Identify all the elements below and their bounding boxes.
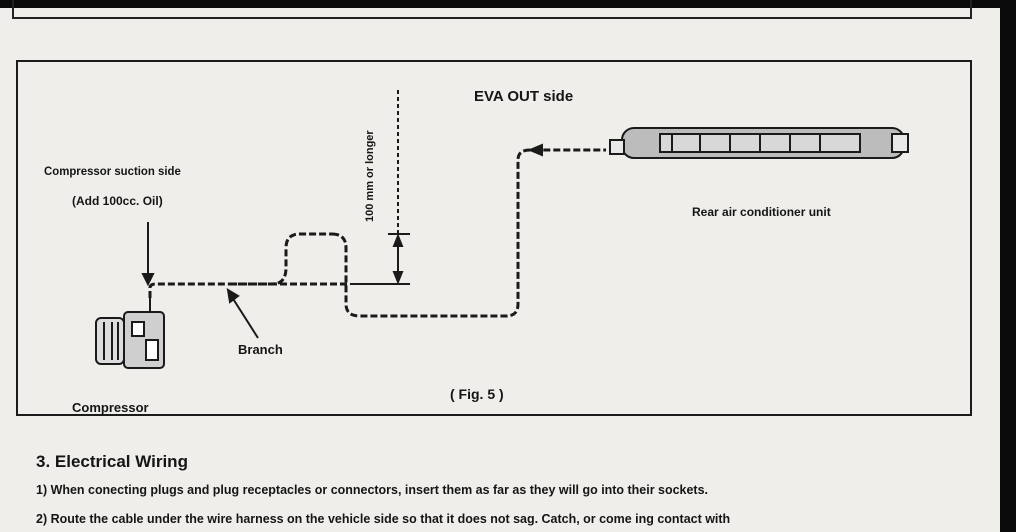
branch-label: Branch xyxy=(238,342,283,357)
suction-side-label: Compressor suction side xyxy=(44,164,181,178)
dimension-arrow-down xyxy=(392,271,404,285)
return-pipe xyxy=(331,148,606,318)
length-dimension-label: 100 mm or longer xyxy=(364,130,376,222)
suction-arrow-head xyxy=(141,273,155,287)
compressor-drawing xyxy=(95,298,165,369)
suction-pipe xyxy=(148,232,332,298)
branch-leader-line xyxy=(229,293,259,339)
flow-arrow-head xyxy=(527,143,543,157)
top-border-strip xyxy=(0,0,1016,8)
instruction-line-1: 1) When conecting plugs and plug recepta… xyxy=(36,482,708,497)
compressor-label: Compressor xyxy=(72,400,149,415)
oil-note-label: (Add 100cc. Oil) xyxy=(72,194,163,208)
rear-unit-label: Rear air conditioner unit xyxy=(692,205,831,219)
dimension-arrow-up xyxy=(392,233,404,247)
rear-unit-drawing xyxy=(609,127,909,159)
figure-frame xyxy=(16,60,972,416)
figure-caption: ( Fig. 5 ) xyxy=(450,386,504,402)
eva-out-label: EVA OUT side xyxy=(474,88,574,105)
instruction-line-2: 2) Route the cable under the wire harnes… xyxy=(36,511,731,526)
branch-leader-head xyxy=(226,288,240,304)
previous-content-box xyxy=(12,0,972,19)
section-heading: 3. Electrical Wiring xyxy=(36,452,188,471)
right-border-strip xyxy=(1000,0,1016,532)
